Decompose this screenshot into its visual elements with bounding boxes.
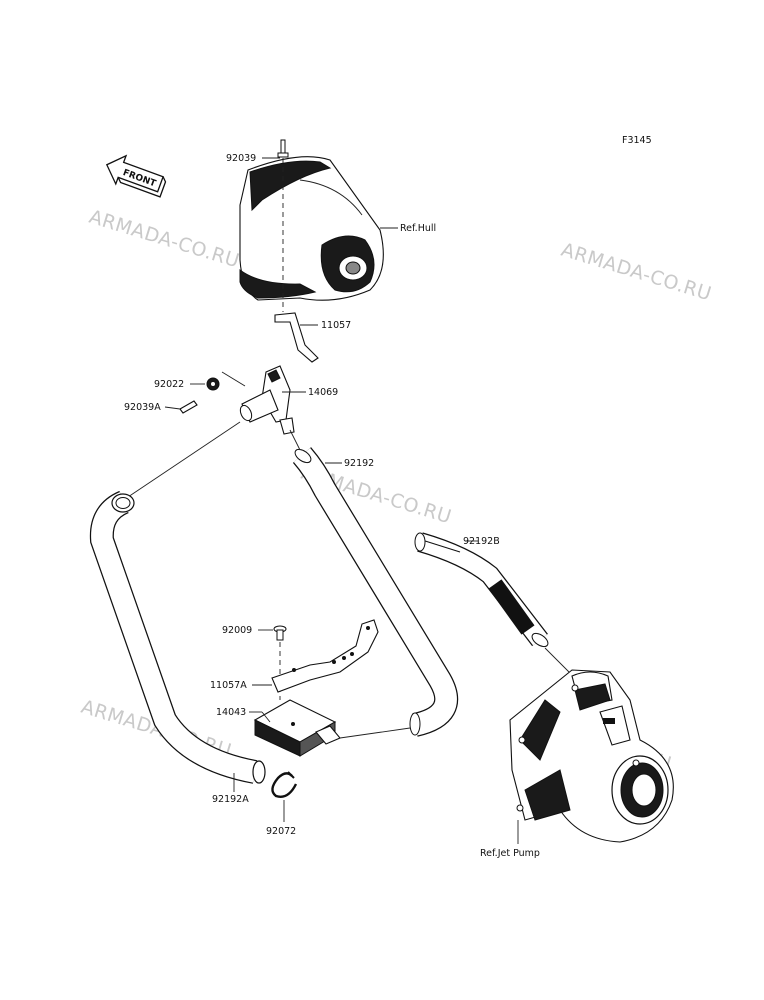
fitting-14069 bbox=[239, 365, 295, 435]
bolt-92039A bbox=[179, 400, 198, 414]
label-92039A: 92039A bbox=[124, 402, 161, 413]
watermark-top-left: ARMADA-CO.RU bbox=[87, 206, 243, 273]
bolt-92039 bbox=[277, 139, 289, 158]
ref-hull-label: Ref.Hull bbox=[400, 223, 436, 234]
nut-92022 bbox=[206, 377, 220, 391]
hose-92192 bbox=[292, 447, 459, 737]
block-14043 bbox=[253, 699, 341, 757]
watermark-top-right: ARMADA-CO.RU bbox=[559, 239, 715, 306]
hose-92192B bbox=[414, 532, 549, 648]
label-92192: 92192 bbox=[344, 458, 374, 469]
label-11057: 11057 bbox=[321, 320, 351, 331]
label-14043: 14043 bbox=[216, 707, 246, 718]
label-92192A: 92192A bbox=[212, 794, 249, 805]
label-92072: 92072 bbox=[266, 826, 296, 837]
label-92192B: 92192B bbox=[463, 536, 500, 547]
label-92022: 92022 bbox=[154, 379, 184, 390]
label-92009: 92009 bbox=[222, 625, 252, 636]
bracket-11057A bbox=[271, 619, 379, 693]
ref-jet-pump-label: Ref.Jet Pump bbox=[480, 848, 540, 859]
label-14069: 14069 bbox=[308, 387, 338, 398]
bracket-11057 bbox=[274, 312, 319, 363]
figure-code: F3145 bbox=[622, 135, 652, 146]
screw-92009 bbox=[273, 625, 287, 641]
label-11057A: 11057A bbox=[210, 680, 247, 691]
hull-reference bbox=[239, 156, 384, 301]
jet-pump-reference bbox=[509, 669, 674, 843]
label-92039: 92039 bbox=[226, 153, 256, 164]
front-arrow-icon: FRONT bbox=[105, 154, 167, 198]
hose-92192A bbox=[89, 490, 266, 784]
clamp-92072 bbox=[271, 771, 298, 798]
